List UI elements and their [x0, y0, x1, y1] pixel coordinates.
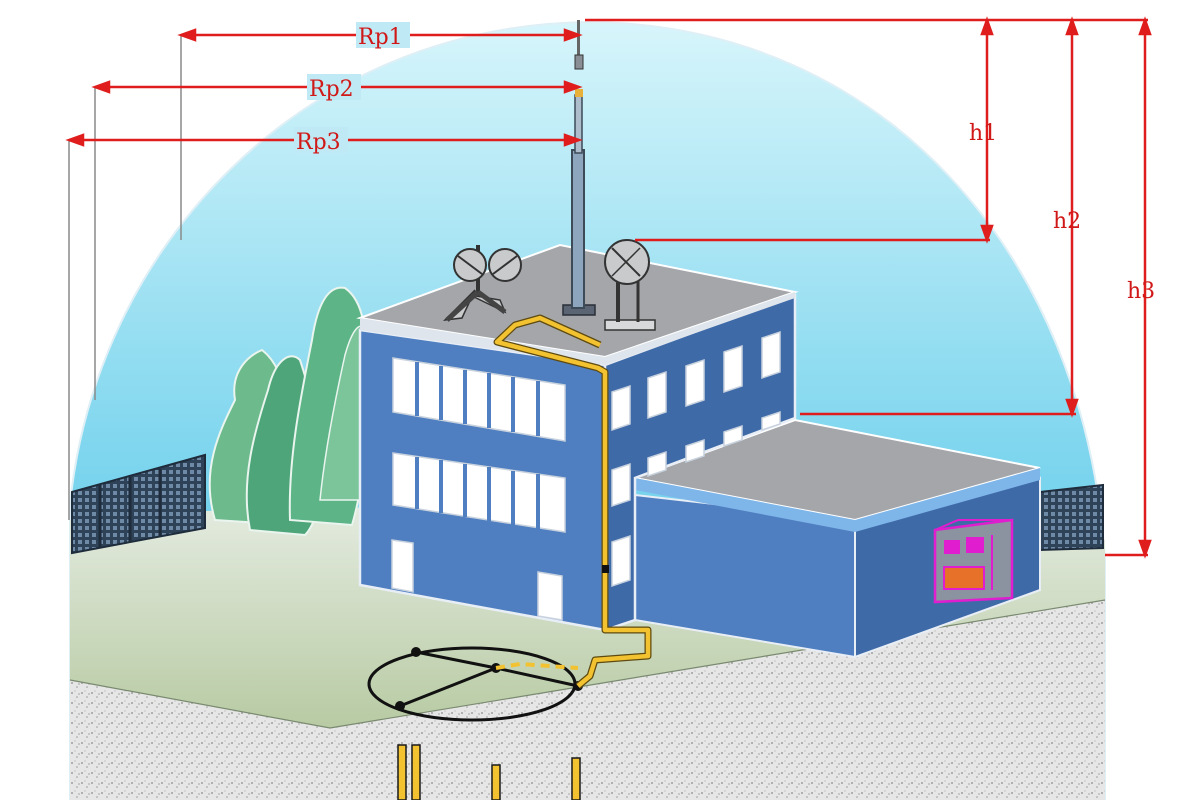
front-doors — [391, 539, 563, 621]
label-rp3: Rp3 — [296, 130, 341, 155]
fence-right — [1039, 483, 1104, 552]
annex-building — [631, 418, 1041, 659]
front-windows-middle — [392, 452, 566, 533]
dimension-labels: Rp1 Rp2 Rp3 h1 h2 h3 — [294, 22, 1155, 304]
main-building — [356, 243, 799, 632]
fence-left — [71, 453, 206, 555]
down-conductor — [493, 314, 652, 689]
electrical-cabinet — [933, 518, 1014, 604]
trees — [208, 286, 367, 537]
label-h3: h3 — [1127, 279, 1155, 304]
roof-antenna-left — [442, 245, 522, 322]
earth-termination-system — [367, 646, 583, 800]
air-termination-mast — [562, 20, 596, 316]
label-rp2: Rp2 — [309, 77, 354, 102]
label-h1: h1 — [969, 121, 997, 146]
roof-antenna-right — [604, 239, 656, 331]
side-windows — [611, 330, 781, 588]
front-windows-upper — [392, 357, 566, 442]
label-rp1: Rp1 — [358, 25, 403, 50]
label-h2: h2 — [1053, 209, 1081, 234]
